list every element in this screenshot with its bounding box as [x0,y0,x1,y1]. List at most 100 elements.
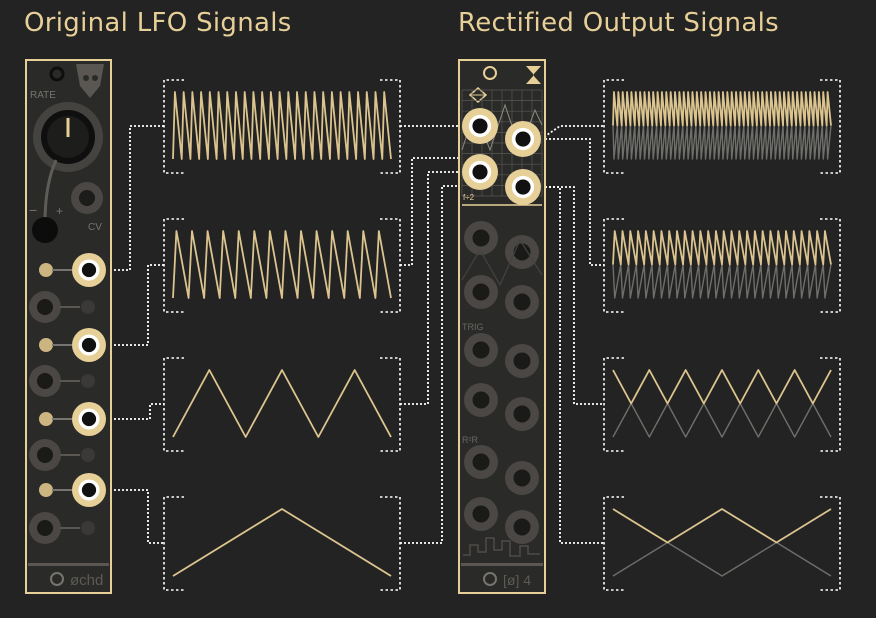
f2-label: f÷2 [463,193,475,202]
original-scope-3 [163,357,401,452]
led-1 [39,263,53,277]
ochd-input-led-1 [81,300,95,314]
ochd-led [49,66,65,82]
ochd-input-jack-1[interactable] [29,291,61,323]
rectifier-trace-graphic [461,238,543,287]
original-scope-2-bracket-right [380,218,401,313]
rectified-wave-3-dim-trace [612,402,832,438]
rectified-scope-4-bracket-right [820,496,841,591]
ochd-output-jack-3-hole [81,411,97,427]
connector-out2-scope2 [106,264,164,346]
ochd-output-jack-2-hole [81,337,97,353]
rectifier-jack-8[interactable] [505,397,539,431]
rectifier-input-jack-1[interactable] [462,108,498,144]
rate-label: RATE [30,90,56,101]
rectifier-jack-4-hole [513,293,531,311]
rectifier-jack-4[interactable] [505,285,539,319]
rectified-scope-3 [603,357,841,452]
rectifier-jack-7[interactable] [464,383,498,417]
r2r-label: R²R [462,435,478,445]
rectified-scope-1-bracket-left [603,79,624,174]
rectifier-jacks [461,108,543,544]
rectified-scope-3-bracket-left [603,357,624,452]
ochd-jacks [29,253,106,544]
ochd-input-jack-3-hole [37,447,53,463]
heading-rectified: Rectified Output Signals [458,8,779,38]
ochd-input-jack-2-hole [37,373,53,389]
led-4 [39,483,53,497]
rectifier-jack-11-hole [472,505,490,523]
original-scope-1-bracket-left [163,79,184,174]
rectifier-jack-5[interactable] [464,333,498,367]
ochd-module: RATE − + CV øchd [25,59,112,594]
original-scope-1 [163,79,401,174]
rectified-wave-3-trace [612,369,832,405]
rectifier-jack-2[interactable] [505,235,539,269]
rectified-wave-4-trace [612,508,832,544]
rate-knob-icon[interactable] [33,102,103,172]
original-wave-3-trace [172,369,392,438]
rectifier-jack-10-hole [513,469,531,487]
original-wave-2-trace [172,230,392,299]
rectifier-jack-11[interactable] [464,497,498,531]
plus-label: + [56,204,63,218]
rectified-wave-1-dim-trace [612,124,832,160]
rectifier-jack-2-hole [513,243,531,261]
original-scope-4 [163,496,401,591]
rectifier-jack-9[interactable] [464,445,498,479]
rectifier-jack-3[interactable] [464,275,498,309]
rectifier-brand: [ø] 4 [503,572,531,588]
ochd-output-jack-2[interactable] [72,328,106,362]
ochd-output-jack-3[interactable] [72,402,106,436]
rectifier-jack-1-hole [472,229,490,247]
ochd-output-jack-1[interactable] [72,253,106,287]
trig-label: TRIG [462,322,484,332]
connector-out1-scope1 [106,125,164,271]
rectified-wave-4-dim-trace [612,541,832,577]
ochd-input-jack-4[interactable] [29,512,61,544]
original-scope-4-bracket-right [380,496,401,591]
ochd-output-jack-4-hole [81,482,97,498]
rectifier-jack-1[interactable] [464,221,498,255]
ochd-output-jack-4[interactable] [72,473,106,507]
rectifier-jack-8-hole [513,405,531,423]
rectified-wave-2-trace [612,230,832,266]
cv-attenuator[interactable] [32,217,58,243]
skyline-graphic [463,537,540,557]
rectifier-output-jack-1[interactable] [505,121,541,157]
original-scope-4-bracket-left [163,496,184,591]
ochd-brand: øchd [70,572,103,589]
rectified-scope-1-bracket-right [820,79,841,174]
rectifier-jack-6[interactable] [505,344,539,378]
logo-icon [76,64,104,98]
rectifier-output-jack-2[interactable] [505,169,541,205]
minus-label: − [29,202,37,218]
rectifier-output-jack-1-hole [515,131,531,147]
original-scope-1-bracket-right [380,79,401,174]
rectifier-bottom-led [483,572,497,586]
rectifier-jack-9-hole [472,453,490,471]
ochd-input-jack-3[interactable] [29,439,61,471]
rectified-scope-1 [603,79,841,174]
ochd-input-jack-4-hole [37,520,53,536]
rectifier-jack-12-hole [513,518,531,536]
rectifier-module: f÷2 TRIG R²R [ø] 4 [458,59,546,594]
connector-outA-scope1 [540,125,604,140]
rectifier-output-jack-2-hole [515,179,531,195]
rectifier-input-jack-2[interactable] [462,154,498,190]
rectifier-jack-12[interactable] [505,510,539,544]
original-scope-2 [163,218,401,313]
rectifier-divider [461,563,543,566]
rectified-scope-4-bracket-left [603,496,624,591]
rectifier-input-jack-2-hole [472,164,488,180]
led-3 [39,412,53,426]
rectified-wave-2-dim-trace [612,263,832,299]
ochd-input-jack-2[interactable] [29,365,61,397]
connector-outB-scope4 [541,186,604,544]
rectifier-jack-3-hole [472,283,490,301]
connector-out3-scope3 [106,403,164,420]
ochd-input-led-2 [81,374,95,388]
rectifier-jack-10[interactable] [505,461,539,495]
hourglass-icon [526,66,541,84]
